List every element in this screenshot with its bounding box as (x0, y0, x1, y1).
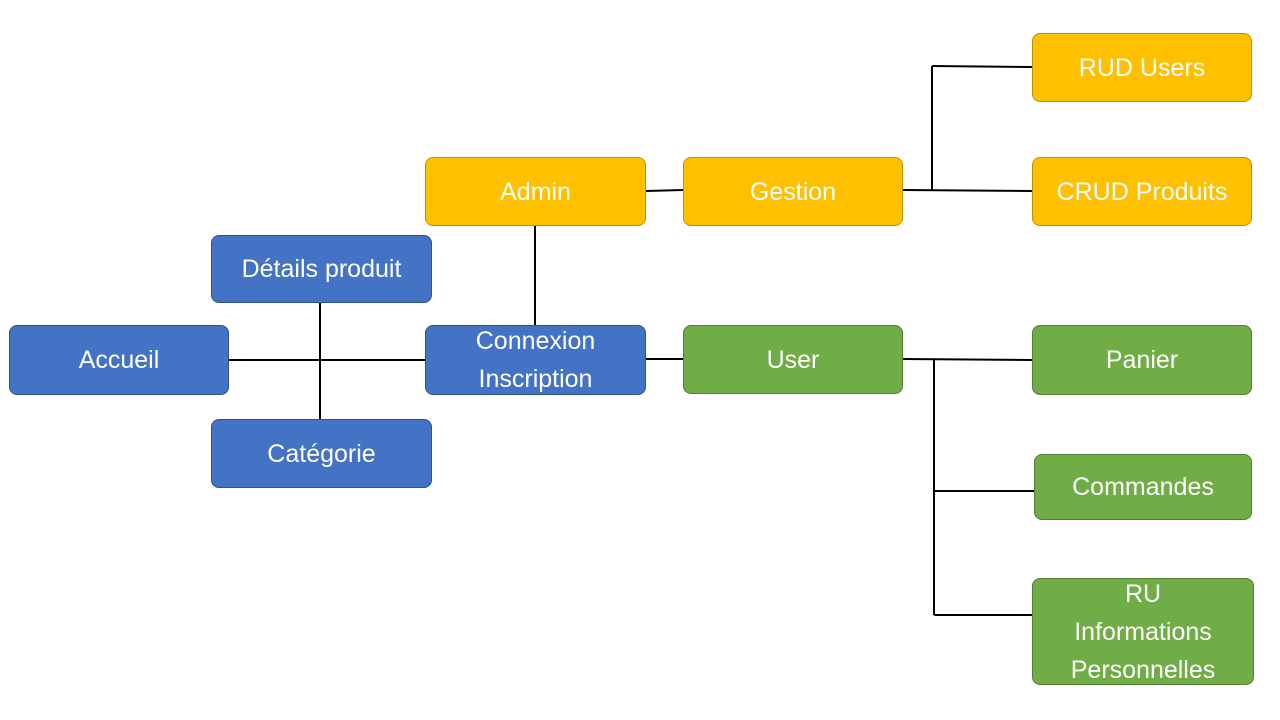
node-gestion: Gestion (683, 157, 903, 226)
node-ru-informations-personnelles: RU Informations Personnelles (1032, 578, 1254, 685)
node-accueil: Accueil (9, 325, 229, 395)
node-commandes: Commandes (1034, 454, 1252, 520)
node-admin: Admin (425, 157, 646, 226)
node-rud-users-label: RUD Users (1078, 53, 1206, 82)
node-commandes-label: Commandes (1072, 473, 1214, 501)
node-crud-produits: CRUD Produits (1032, 157, 1252, 226)
node-accueil-label: Accueil (78, 346, 160, 374)
connector-gestion-branch (902, 189, 1033, 192)
node-admin-label: Admin (500, 177, 571, 206)
node-rud-users: RUD Users (1032, 33, 1252, 102)
node-categorie-label: Catégorie (267, 439, 376, 468)
node-panier: Panier (1032, 325, 1252, 395)
connector-admin-to-gestion (645, 189, 684, 192)
connector-user-branch (902, 358, 1033, 361)
node-gestion-label: Gestion (749, 177, 837, 206)
node-user: User (683, 325, 903, 394)
node-panier-label: Panier (1105, 346, 1179, 374)
node-crud-produits-label: CRUD Produits (1056, 177, 1228, 206)
connector-trunk-to-rud-users (931, 65, 1033, 68)
node-categorie: Catégorie (211, 419, 432, 488)
node-details-produit-label: Détails produit (241, 255, 402, 283)
node-user-label: User (766, 345, 820, 374)
node-connexion-inscription: Connexion Inscription (425, 325, 646, 395)
node-details-produit: Détails produit (211, 235, 432, 303)
node-ru-informations-personnelles-label: RU Informations Personnelles (1070, 579, 1216, 684)
node-connexion-inscription-label: Connexion Inscription (475, 327, 596, 393)
